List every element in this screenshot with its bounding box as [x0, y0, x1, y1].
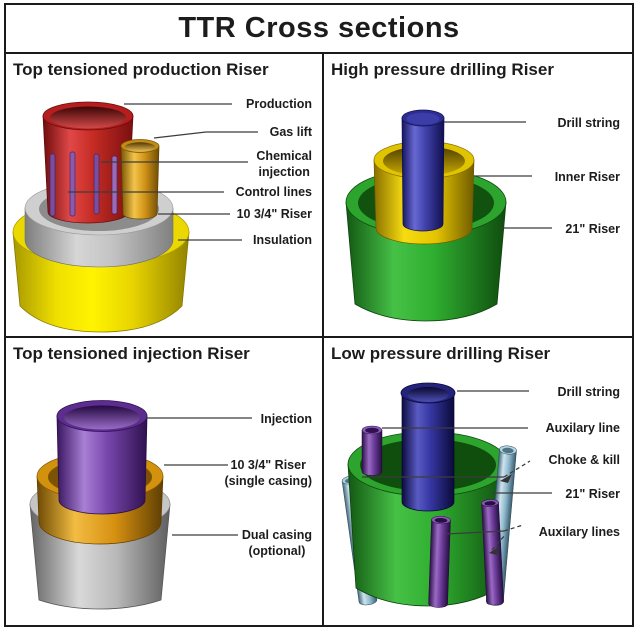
quadrant-production-riser: Top tensioned production Riser — [6, 54, 322, 336]
page-title: TTR Cross sections — [178, 12, 460, 44]
label-inner-riser: Inner Riser — [554, 170, 620, 184]
gas-lift-tube — [120, 139, 160, 220]
auxilary-line-tube — [361, 425, 383, 476]
label-drill-string: Drill string — [557, 116, 620, 130]
quadrant-injection-riser: Top tensioned injection Riser — [6, 338, 322, 627]
vertical-divider — [322, 54, 324, 627]
label-auxilary-line: Auxilary line — [545, 421, 620, 435]
leader-lines — [362, 390, 552, 551]
title-bar: TTR Cross sections — [6, 5, 632, 54]
quadrant-title-low-pressure: Low pressure drilling Riser — [331, 344, 551, 363]
quadrant-title-high-pressure: High pressure drilling Riser — [331, 60, 554, 79]
injection-tube — [56, 400, 148, 515]
drill-string-tube — [400, 382, 456, 512]
label-control-lines: Control lines — [235, 185, 312, 199]
control-and-injection-lines — [49, 151, 118, 217]
label-riser-line2: (single casing) — [224, 474, 312, 488]
label-gas-lift: Gas lift — [269, 125, 312, 139]
label-chemical-line1: Chemical — [256, 149, 312, 163]
quadrant-title-injection: Top tensioned injection Riser — [13, 344, 250, 363]
leader-arrowheads — [489, 474, 512, 555]
label-dual-casing: Dual casing (optional) — [242, 527, 312, 559]
label-riser-10-3-4: 10 3/4" Riser — [236, 207, 312, 221]
leader-lines — [444, 121, 552, 229]
label-drill-string: Drill string — [557, 385, 620, 399]
label-injection: Injection — [260, 412, 312, 426]
label-chemical-line2: injection — [258, 165, 310, 179]
leader-lines — [146, 417, 252, 536]
drill-string-tube — [401, 109, 445, 232]
figure-frame: TTR Cross sections Top tensioned product… — [4, 3, 634, 627]
leader-lines — [68, 103, 258, 241]
injection-riser-illustration — [29, 400, 252, 610]
quadrant-low-pressure-riser: Low pressure drilling Riser — [324, 338, 632, 627]
high-pressure-riser-illustration — [345, 109, 552, 322]
production-riser-illustration — [12, 101, 258, 333]
horizontal-divider — [6, 336, 632, 338]
label-production: Production — [246, 97, 312, 111]
quadrant-title-production: Top tensioned production Riser — [13, 60, 269, 79]
quadrant-grid: Top tensioned production Riser — [6, 54, 632, 627]
production-tube — [42, 101, 134, 224]
low-pressure-riser-illustration — [341, 382, 552, 608]
auxilary-tube-a — [428, 515, 451, 608]
label-dual-casing-line1: Dual casing — [241, 528, 312, 542]
label-auxilary-lines: Auxilary lines — [538, 525, 620, 539]
label-riser-21: 21" Riser — [565, 222, 620, 236]
label-riser-21: 21" Riser — [565, 487, 620, 501]
quadrant-high-pressure-riser: High pressure drilling Riser — [324, 54, 632, 336]
label-single-casing: 10 3/4" Riser (single casing) — [224, 457, 312, 489]
label-dual-casing-line2: (optional) — [248, 544, 306, 558]
label-chemical-injection: Chemical injection — [256, 148, 312, 180]
label-riser-line1: 10 3/4" Riser — [230, 458, 306, 472]
label-insulation: Insulation — [252, 233, 312, 247]
label-choke-kill: Choke & kill — [548, 453, 620, 467]
